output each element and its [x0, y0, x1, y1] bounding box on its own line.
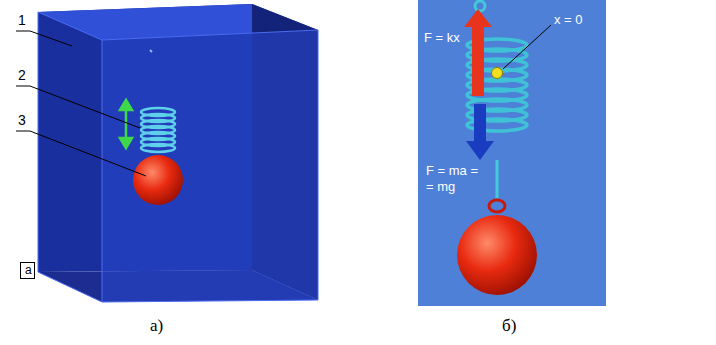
hook-ring: [475, 1, 485, 11]
spring-force-arrow: [464, 9, 492, 96]
panel-caption: а): [150, 316, 163, 336]
callout-number: 1: [18, 12, 26, 29]
deflection-head: [120, 138, 132, 148]
leader-lines: [16, 31, 146, 176]
deflection-shaft: [125, 108, 128, 140]
gravity-force-arrow: [466, 104, 494, 160]
housing-edge: [38, 12, 102, 40]
node-text: a: [25, 263, 30, 277]
leader-line: [16, 131, 146, 176]
formula-label: F = ma = = mg: [426, 163, 486, 194]
zero-point-dot: [492, 68, 503, 79]
housing-edge: [38, 12, 102, 302]
ball: [133, 155, 183, 205]
leader-line: [16, 31, 72, 46]
leader-line: [16, 86, 140, 128]
mount-point: [150, 50, 152, 52]
spring-coil: [141, 144, 175, 152]
arrow-shaft: [472, 26, 484, 96]
ball-hook: [489, 160, 505, 212]
formula-label: F = kx: [424, 30, 460, 46]
housing-front-face: [102, 30, 318, 302]
panel-caption: б): [502, 316, 516, 336]
arrow-shaft: [474, 104, 486, 142]
hook-rod: [496, 160, 499, 198]
arrow-head: [464, 9, 492, 27]
hook: [475, 1, 485, 11]
spring: [141, 108, 175, 152]
leader-line: [503, 25, 551, 69]
ball: [457, 215, 537, 295]
formula-label: x = 0: [554, 12, 583, 28]
hook-ring: [489, 200, 505, 212]
boxed-label: a: [20, 262, 35, 279]
callout-number: 2: [18, 67, 26, 84]
background-panel: [418, 0, 606, 306]
deflection-head: [120, 100, 132, 110]
callout-number: 3: [18, 112, 26, 129]
arrow-head: [466, 141, 494, 160]
